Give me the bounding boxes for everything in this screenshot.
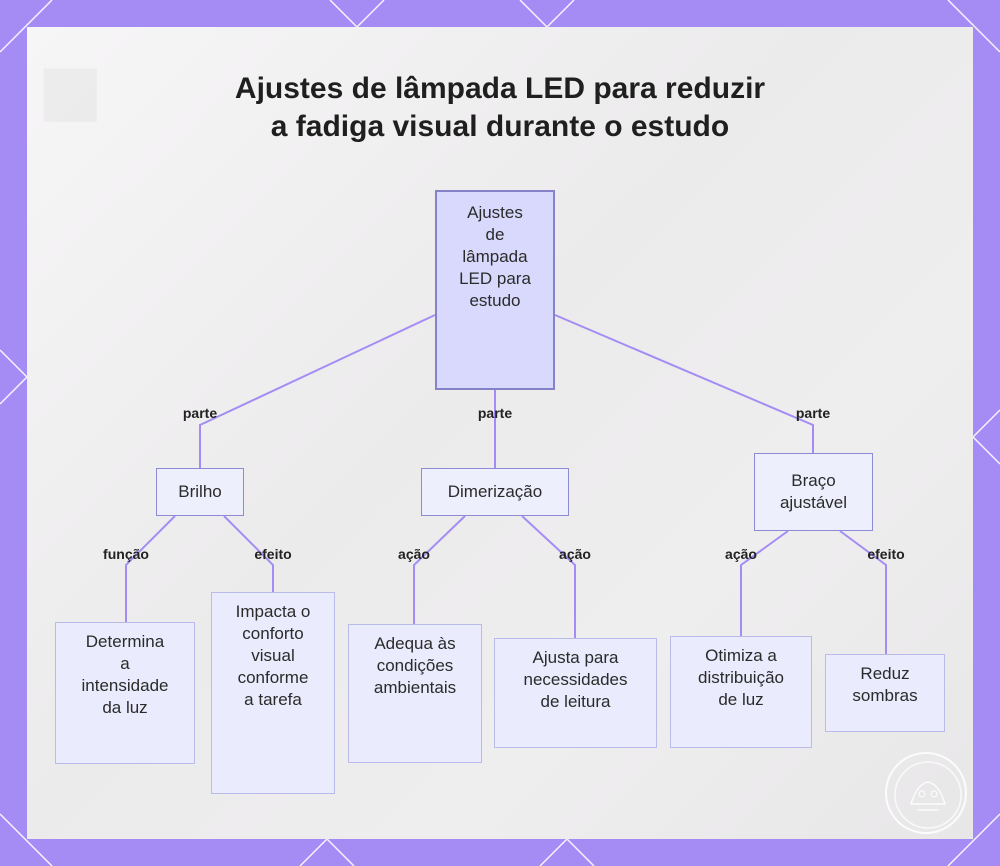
node-braco-line: ajustável	[780, 492, 847, 514]
connector-brilho-determina	[126, 516, 175, 622]
leaf-adequa-condicoes: Adequa às condições ambientais	[348, 624, 482, 763]
leaf-line: da luz	[82, 697, 169, 719]
edge-label-braco-acao: ação	[725, 546, 757, 562]
connector-root-brilho	[200, 315, 435, 468]
leaf-line: conforme	[236, 667, 311, 689]
leaf-ajusta-necessidades: Ajusta para necessidades de leitura	[494, 638, 657, 748]
leaf-line: intensidade	[82, 675, 169, 697]
leaf-line: de luz	[698, 689, 784, 711]
leaf-line: sombras	[852, 685, 917, 707]
round-emblem-logo	[885, 752, 967, 834]
root-line: Ajustes	[459, 202, 531, 224]
root-line: lâmpada	[459, 246, 531, 268]
node-braco-line: Braço	[780, 470, 847, 492]
edge-label-dimerizacao-acao-1: ação	[398, 546, 430, 562]
root-line: de	[459, 224, 531, 246]
leaf-line: Ajusta para	[524, 647, 628, 669]
leaf-line: Reduz	[852, 663, 917, 685]
leaf-line: distribuição	[698, 667, 784, 689]
leaf-line: necessidades	[524, 669, 628, 691]
node-dimerizacao: Dimerização	[421, 468, 569, 516]
edge-label-root-braco: parte	[796, 405, 830, 421]
leaf-line: a tarefa	[236, 689, 311, 711]
leaf-impacta-conforto: Impacta o conforto visual conforme a tar…	[211, 592, 335, 794]
edge-label-root-dimerizacao: parte	[478, 405, 512, 421]
leaf-reduz-sombras: Reduz sombras	[825, 654, 945, 732]
node-dimerizacao-line: Dimerização	[448, 481, 542, 503]
leaf-line: conforto	[236, 623, 311, 645]
leaf-line: Otimiza a	[698, 645, 784, 667]
leaf-line: condições	[374, 655, 456, 677]
root-line: LED para	[459, 268, 531, 290]
connector-dimerizacao-ajusta	[522, 516, 575, 638]
leaf-line: visual	[236, 645, 311, 667]
node-braco-ajustavel: Braço ajustável	[754, 453, 873, 531]
edge-label-dimerizacao-acao-2: ação	[559, 546, 591, 562]
edge-label-root-brilho: parte	[183, 405, 217, 421]
root-line: estudo	[459, 290, 531, 312]
leaf-line: de leitura	[524, 691, 628, 713]
leaf-determina-intensidade: Determina a intensidade da luz	[55, 622, 195, 764]
edge-label-brilho-efeito: efeito	[254, 546, 291, 562]
leaf-line: Determina	[82, 631, 169, 653]
root-node: Ajustes de lâmpada LED para estudo	[435, 190, 555, 390]
node-brilho-line: Brilho	[178, 481, 221, 503]
connector-root-braco	[555, 315, 813, 453]
edge-label-braco-efeito: efeito	[867, 546, 904, 562]
edge-label-brilho-funcao: função	[103, 546, 149, 562]
connector-dimerizacao-adequa	[414, 516, 465, 624]
leaf-line: ambientais	[374, 677, 456, 699]
node-brilho: Brilho	[156, 468, 244, 516]
leaf-line: Impacta o	[236, 601, 311, 623]
leaf-line: Adequa às	[374, 633, 456, 655]
leaf-otimiza-distribuicao: Otimiza a distribuição de luz	[670, 636, 812, 748]
emblem-icon	[887, 754, 969, 836]
leaf-line: a	[82, 653, 169, 675]
